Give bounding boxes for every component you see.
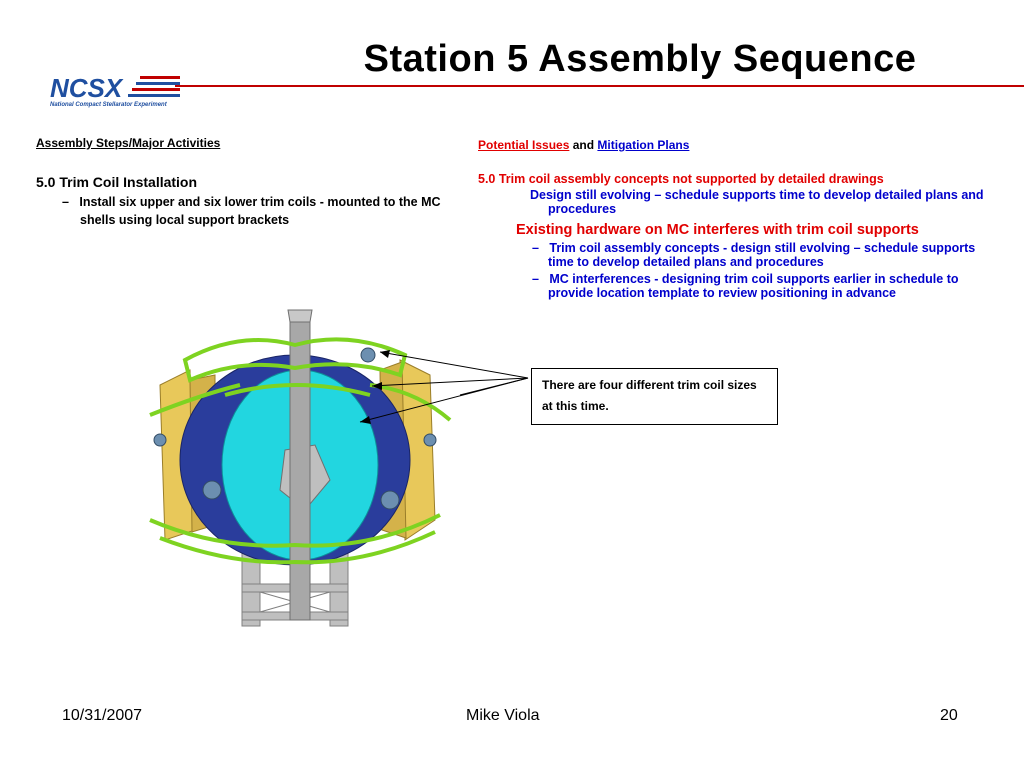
existing-hardware-text: Existing hardware on MC interferes with … — [516, 222, 919, 238]
trim-coil-illustration — [130, 300, 460, 640]
column-cap — [287, 309, 313, 323]
sub-bullet: – Trim coil assembly concepts - design s… — [522, 241, 998, 269]
logo-subtitle: National Compact Stellarator Experiment — [50, 102, 168, 108]
logo-text: NCSX — [50, 73, 124, 103]
bullet-marker: – — [62, 195, 69, 209]
step-title: 5.0 Trim Coil Installation — [36, 174, 198, 190]
footer-author: Mike Viola — [466, 707, 540, 724]
step-bullet: – Install six upper and six lower trim c… — [36, 193, 456, 229]
assembly-steps-heading: Assembly Steps/Major Activities — [36, 136, 221, 150]
mitigation-plans-label: Mitigation Plans — [597, 138, 690, 152]
trim-coils — [149, 337, 452, 565]
issue-text: 5.0 Trim coil assembly concepts not supp… — [478, 172, 884, 186]
sub-bullet-text: MC interferences - designing trim coil s… — [548, 272, 959, 300]
arrowhead — [360, 416, 371, 424]
arrowhead — [372, 382, 382, 390]
footer-date: 10/31/2007 — [62, 707, 143, 724]
assembly-steps-section: Assembly Steps/Major Activities 5.0 Trim… — [36, 136, 456, 229]
bullet-marker: – — [532, 241, 539, 255]
slide-title: Station 5 Assembly Sequence — [363, 38, 917, 80]
logo-stripes — [128, 76, 180, 97]
arrowhead — [380, 350, 390, 358]
title-rule — [175, 85, 1024, 87]
port-fittings — [153, 347, 437, 510]
callout-text: There are four different trim coil sizes… — [542, 378, 757, 413]
potential-issues-label: Potential Issues — [478, 138, 570, 152]
issues-heading: Potential Issues and Mitigation Plans — [478, 138, 998, 152]
sub-bullet-text: Trim coil assembly concepts - design sti… — [548, 241, 976, 269]
ncsx-logo: NCSX National Compact Stellarator Experi… — [40, 70, 190, 110]
bullet-marker: – — [532, 272, 539, 286]
arrow-line — [371, 377, 529, 387]
mitigation-text: Design still evolving – schedule support… — [530, 188, 984, 216]
and-label: and — [572, 138, 595, 152]
bullet-text: Install six upper and six lower trim coi… — [79, 195, 441, 227]
issues-section: Potential Issues and Mitigation Plans 5.… — [478, 138, 998, 300]
footer-page-number: 20 — [940, 707, 958, 724]
arrow-line — [379, 351, 529, 379]
callout-box: There are four different trim coil sizes… — [531, 368, 778, 425]
sub-bullet: – MC interferences - designing trim coil… — [522, 272, 998, 300]
arrow-line — [459, 377, 529, 396]
